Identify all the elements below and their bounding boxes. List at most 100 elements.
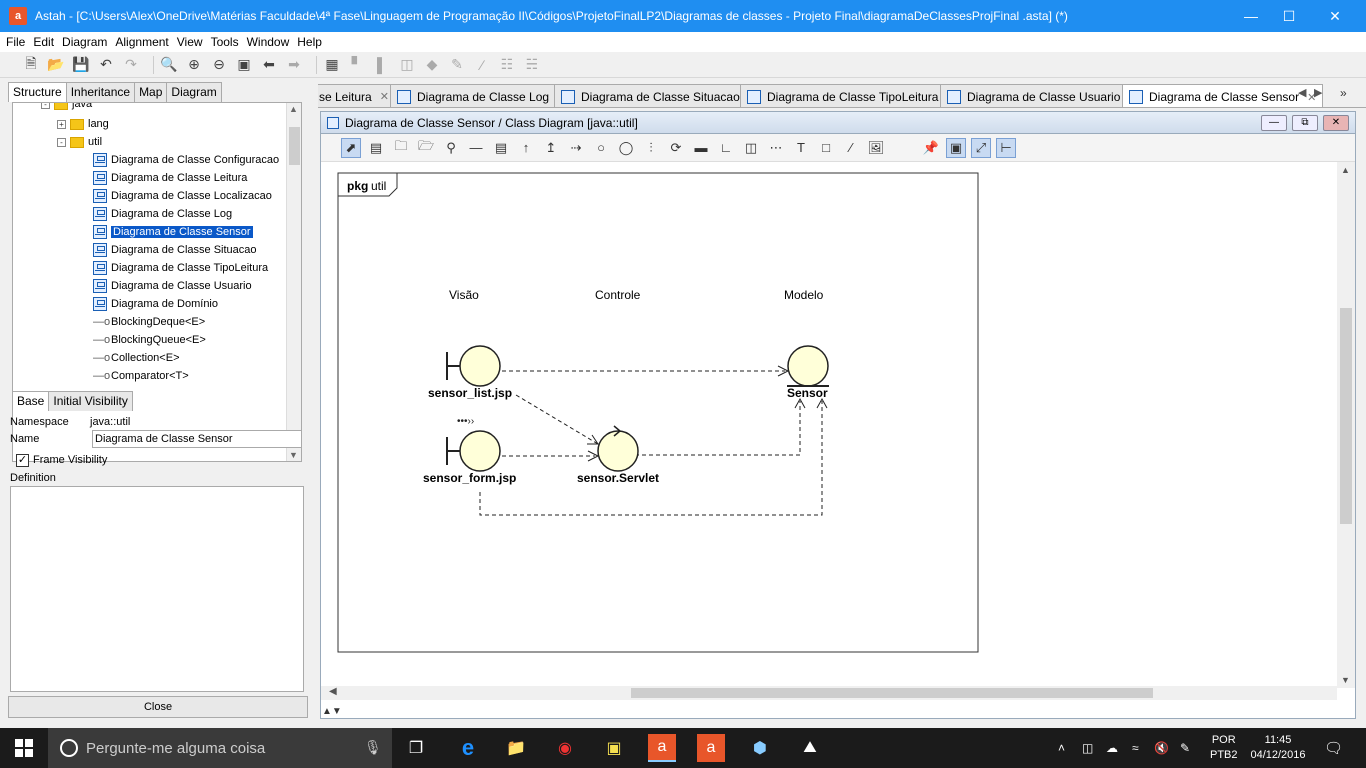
align-left-icon[interactable]: ▌: [377, 56, 387, 73]
dependency-list-to-servlet[interactable]: [515, 394, 599, 445]
tab-diagram-log[interactable]: Diagrama de Classe Log✕: [390, 84, 574, 107]
align-top-icon[interactable]: ▘: [351, 56, 363, 72]
association-class-icon[interactable]: ▤: [494, 139, 508, 155]
zoom-out-icon[interactable]: ⊖: [213, 56, 225, 72]
tab-diagram-leitura[interactable]: se Leitura✕: [318, 84, 396, 107]
control-sensor-servlet[interactable]: [597, 425, 639, 472]
frame-visibility-checkbox[interactable]: ✓: [16, 453, 29, 467]
scroll-up-icon[interactable]: ▲: [1341, 165, 1350, 175]
snap-to-grid-icon[interactable]: ▣: [946, 137, 966, 158]
tree-scroll-thumb[interactable]: [289, 127, 300, 165]
tree-item-diagram[interactable]: Diagrama de Domínio: [93, 295, 218, 313]
tree-item-lang[interactable]: + lang: [57, 115, 109, 133]
text-tool-icon[interactable]: T: [797, 140, 805, 155]
boundary-sensor-form[interactable]: •••››: [446, 416, 501, 472]
menu-window[interactable]: Window: [246, 35, 290, 49]
package-tool-icon[interactable]: 🗀: [394, 137, 408, 153]
diagram-horizontal-scrollbar[interactable]: ◀: [321, 686, 1337, 700]
definition-textarea[interactable]: [10, 486, 304, 692]
fit-to-window-icon[interactable]: ▣: [237, 56, 251, 72]
control-tool-icon[interactable]: ⟳: [670, 139, 682, 155]
sticky-notes-icon[interactable]: ▣: [606, 740, 622, 757]
scroll-down-icon[interactable]: ▼: [289, 450, 298, 460]
minimize-button[interactable]: —: [1244, 8, 1258, 24]
zoom-in-icon[interactable]: ⊕: [188, 56, 200, 72]
tab-base[interactable]: Base: [12, 391, 50, 411]
tree-item-diagram[interactable]: Diagrama de Classe Localizacao: [93, 187, 272, 205]
tab-scroll-right-icon[interactable]: ▶: [1314, 87, 1323, 99]
expand-icon[interactable]: +: [57, 119, 66, 129]
diagram-restore-button[interactable]: ⧉: [1292, 115, 1318, 131]
menu-help[interactable]: Help: [297, 35, 322, 49]
save-icon[interactable]: 💾: [72, 56, 90, 72]
task-view-icon[interactable]: ❐: [408, 740, 424, 757]
tree-item-diagram[interactable]: Diagrama de Classe Configuracao: [93, 151, 279, 169]
tab-diagram-tipoleitura[interactable]: Diagrama de Classe TipoLeitura✕: [740, 84, 963, 107]
package-frame[interactable]: [337, 172, 979, 653]
onedrive-icon[interactable]: ☁: [1106, 741, 1118, 755]
tab-diagram-situacao[interactable]: Diagrama de Classe Situacao✕: [554, 84, 764, 107]
note-link-icon[interactable]: ⋯: [769, 139, 783, 155]
note-anchor-icon[interactable]: ⚲: [446, 139, 456, 155]
tree-item-diagram[interactable]: Diagrama de Classe Usuario: [93, 277, 252, 295]
interface-tool-icon[interactable]: ○: [597, 140, 605, 155]
containment-icon[interactable]: ∟: [719, 140, 733, 155]
collapse-icon[interactable]: -: [57, 137, 66, 147]
scroll-up-icon[interactable]: ▲: [289, 104, 298, 114]
tab-inheritance[interactable]: Inheritance: [65, 82, 136, 102]
tree-item-diagram-selected[interactable]: Diagrama de Classe Sensor: [93, 223, 253, 241]
name-field[interactable]: [92, 430, 302, 448]
collapse-panel-icon[interactable]: ▲▼: [322, 706, 342, 717]
hierarchy-icon[interactable]: ☵: [525, 56, 539, 72]
microphone-icon[interactable]: 🎙: [364, 739, 382, 755]
tab-structure[interactable]: Structure: [8, 82, 67, 102]
astah-taskbar-icon[interactable]: a: [648, 734, 676, 762]
line-style-icon[interactable]: ⤢: [971, 137, 991, 158]
menu-file[interactable]: File: [6, 35, 26, 49]
chrome-icon[interactable]: ◉: [558, 740, 572, 757]
arrange-icon[interactable]: ◫: [400, 56, 414, 72]
fill-color-icon[interactable]: ◆: [426, 56, 438, 72]
rectangle-tool-icon[interactable]: □: [822, 140, 830, 155]
vertical-scroll-thumb[interactable]: [1340, 308, 1352, 524]
boundary-tool-icon[interactable]: ◯: [618, 139, 634, 155]
select-pointer-icon[interactable]: ⬈: [341, 137, 361, 158]
attribute-tool-icon[interactable]: ▬: [694, 140, 708, 155]
entity-sensor[interactable]: [787, 345, 829, 387]
line-style-icon[interactable]: ∕: [480, 56, 484, 73]
tree-scrollbar[interactable]: ▲ ▼: [286, 103, 301, 461]
tab-scroll-left-icon[interactable]: ◀: [1298, 87, 1307, 99]
undo-icon[interactable]: ↶: [100, 56, 112, 72]
tree-item-util[interactable]: - util: [57, 133, 102, 151]
battery-icon[interactable]: ◫: [1082, 741, 1094, 755]
show-hidden-icons[interactable]: ˄: [1058, 741, 1066, 755]
pin-icon[interactable]: 📌: [922, 139, 940, 155]
photos-icon[interactable]: ⛰: [803, 739, 817, 756]
wifi-icon[interactable]: ≈: [1132, 741, 1139, 755]
tab-overflow-icon[interactable]: »: [1340, 86, 1347, 100]
astah-taskbar-icon[interactable]: a: [697, 734, 725, 762]
dependency-form-to-sensor[interactable]: [479, 401, 823, 516]
scroll-down-icon[interactable]: ▼: [1341, 675, 1350, 685]
scroll-left-icon[interactable]: ◀: [329, 686, 337, 697]
new-file-icon[interactable]: 🗎: [25, 54, 37, 71]
pen-icon[interactable]: ✎: [1180, 741, 1191, 755]
tree-item-diagram[interactable]: Diagrama de Classe TipoLeitura: [93, 259, 268, 277]
layout-icon[interactable]: ▦: [325, 56, 339, 72]
line-tool-icon[interactable]: ∕: [849, 140, 853, 155]
volume-muted-icon[interactable]: 🔇: [1154, 741, 1169, 755]
language-indicator[interactable]: POR PTB2: [1210, 734, 1238, 761]
dependency-servlet-to-sensor[interactable]: [621, 401, 801, 456]
back-arrow-icon[interactable]: ⬅: [263, 56, 275, 72]
open-folder-icon[interactable]: 📂: [47, 56, 65, 72]
forward-arrow-icon[interactable]: ➡: [288, 56, 300, 72]
realization-icon[interactable]: ↥: [545, 139, 557, 155]
close-window-button[interactable]: ✕: [1329, 7, 1341, 24]
menu-view[interactable]: View: [176, 35, 203, 49]
cortana-search-box[interactable]: Pergunte-me alguma coisa 🎙: [48, 728, 392, 768]
diagram-canvas[interactable]: pkg util Visão Controle Modelo: [321, 162, 1337, 688]
file-explorer-icon[interactable]: 📁: [506, 740, 526, 757]
